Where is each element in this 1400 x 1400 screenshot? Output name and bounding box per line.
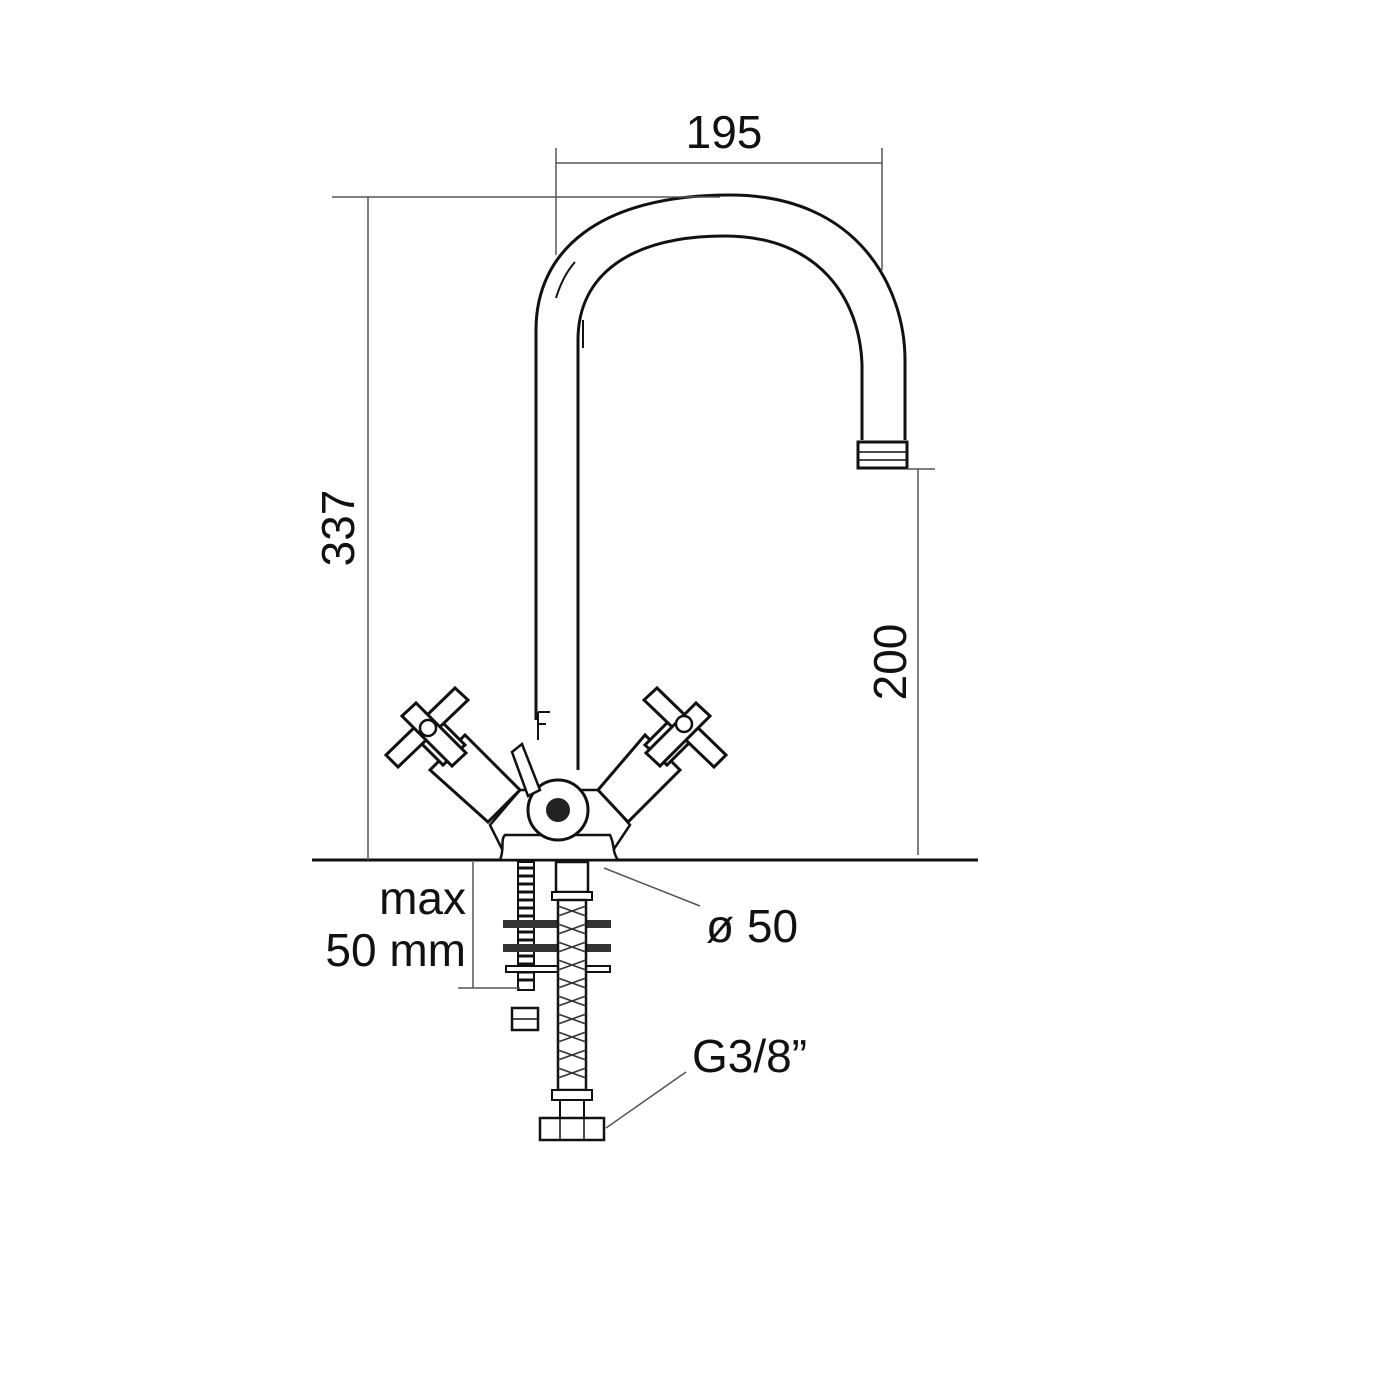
- deck-thickness-dimension: [458, 862, 520, 989]
- thread-leader: [605, 1071, 687, 1129]
- deck-thickness-label-max: max: [379, 872, 466, 924]
- thread-label: G3/8”: [692, 1030, 807, 1082]
- reach-dimension-label: 195: [686, 106, 763, 158]
- threaded-rod: [517, 861, 535, 991]
- height-dimension-label: 337: [312, 490, 364, 567]
- aerator: [856, 440, 909, 470]
- mixer-body: [488, 711, 632, 862]
- spout: [534, 193, 907, 770]
- hole-diameter-leader: [603, 867, 701, 907]
- left-cross-handle: [383, 685, 523, 825]
- reach-dimension: [555, 148, 883, 270]
- spout-height-dimension: [907, 468, 935, 855]
- right-cross-handle: [595, 685, 729, 825]
- height-dimension: [332, 196, 720, 860]
- spout-height-dimension-label: 200: [864, 624, 916, 701]
- deck-thickness-label-mm: 50 mm: [325, 924, 466, 976]
- hole-diameter-label: ø 50: [706, 900, 798, 952]
- flexible-hose: [538, 860, 606, 1142]
